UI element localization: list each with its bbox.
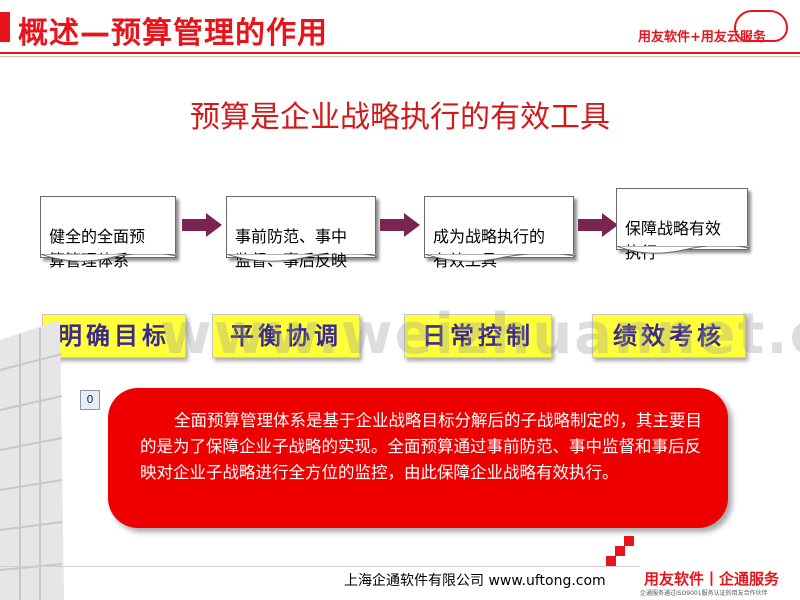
slide-subtitle: 预算是企业战略执行的有效工具 [190,100,610,135]
flow-arrow-icon [578,213,618,237]
footer-logo-title: 用友软件丨企通服务 [644,570,780,588]
callout-box: 全面预算管理体系是基于企业战略目标分解后的子战略制定的，其主要目的是为了保障企业… [108,388,728,528]
title-accent-bar [0,12,10,42]
document-wave-icon [226,254,378,262]
title-divider [0,52,800,54]
flow-box-3: 成为战略执行的 有效工具 [424,196,576,270]
brand-logo-top: 用友软件+用友云服务 [638,10,788,48]
flow-box-1: 健全的全面预 算管理体系 [40,196,178,270]
flow-arrow-icon [182,213,222,237]
document-wave-icon [40,254,178,262]
step-decoration-icon [606,536,634,566]
title-divider-light [0,56,800,57]
pill-balance-coordination: 平衡协调 [212,314,360,358]
flow-arrow-icon [380,213,420,237]
footer-divider [0,566,640,567]
page-title: 概述—预算管理的作用 [18,16,328,51]
flow-box-2: 事前防范、事中 监督、事后反映 [226,196,378,270]
pill-performance-review: 绩效考核 [592,314,746,358]
pill-clear-goals: 明确目标 [42,314,186,358]
document-wave-icon [616,246,750,254]
callout-text: 全面预算管理体系是基于企业战略目标分解后的子战略制定的，其主要目的是为了保障企业… [140,411,702,482]
building-image [0,320,64,600]
brand-logo-text: 用友软件+用友云服务 [638,30,766,45]
footer-company: 上海企通软件有限公司 www.uftong.com [344,573,606,589]
footer-logo-subtitle: 企通服务通过ISO9001服务认证的用友合作伙伴 [640,590,768,597]
watermark: www.weizhuannet.com [160,302,800,367]
flow-box-4: 保障战略有效 执行 [616,188,750,262]
cloud-icon [734,10,788,42]
slide-tag-0: 0 [80,390,100,410]
footer-logo: 用友软件丨企通服务 企通服务通过ISO9001服务认证的用友合作伙伴 [640,566,800,600]
pill-daily-control: 日常控制 [404,314,552,358]
document-wave-icon [424,254,576,262]
